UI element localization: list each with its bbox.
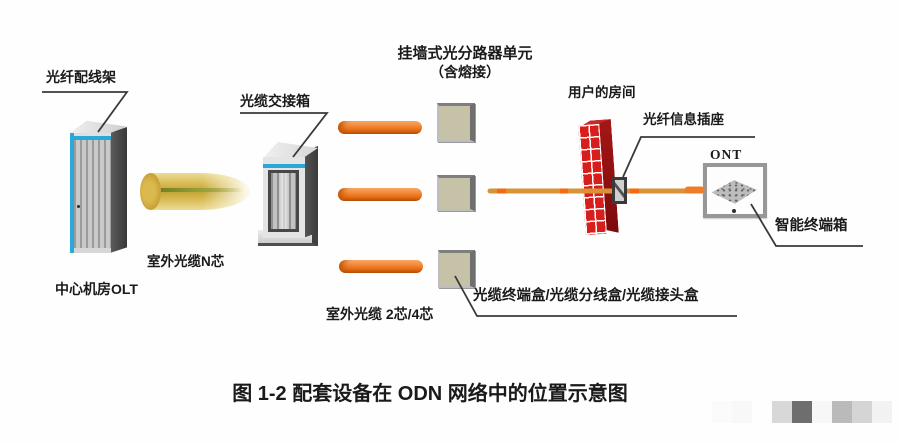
- label-fiber-distribution-frame: 光纤配线架: [46, 69, 116, 85]
- splitter-unit-box-2: [437, 175, 475, 211]
- distribution-cable-1: [338, 121, 422, 134]
- cable-cross-connect-cabinet: [258, 140, 322, 246]
- figure-caption: 图 1-2 配套设备在 ODN 网络中的位置示意图: [232, 383, 628, 405]
- cylinder-core-line: [153, 188, 248, 192]
- cabinet-door: [268, 170, 299, 232]
- fiber-info-socket-connector: [612, 177, 627, 204]
- label-outdoor-cable-n-core: 室外光缆N芯: [147, 254, 225, 269]
- cabinet-side-panel: [303, 146, 318, 238]
- fiber-distribution-frame-cabinet: [70, 118, 127, 253]
- watermark: [712, 401, 894, 423]
- label-cable-terminal-boxes: 光缆终端盒/光缆分线盒/光缆接头盒: [473, 288, 699, 304]
- cabinet-handle: [77, 205, 80, 208]
- cylinder-end-cap: [140, 173, 161, 210]
- label-central-office-olt: 中心机房OLT: [55, 281, 138, 297]
- label-wall-splitter-unit: 挂墙式光分路器单元: [397, 45, 533, 62]
- label-outdoor-cable-2-4-core: 室外光缆 2芯/4芯: [326, 306, 434, 322]
- cabinet-front-panel: [263, 157, 305, 238]
- distribution-cable-3: [339, 260, 423, 273]
- watermark-block: [832, 401, 852, 423]
- cabinet-side-panel: [110, 127, 127, 253]
- watermark-block: [772, 401, 792, 423]
- watermark-block: [792, 401, 812, 423]
- splitter-unit-box-1: [437, 103, 475, 142]
- label-user-room: 用户的房间: [568, 85, 636, 100]
- watermark-block: [872, 401, 892, 423]
- watermark-block: [712, 401, 732, 423]
- watermark-block: [852, 401, 872, 423]
- label-cross-connect-box: 光缆交接箱: [240, 93, 310, 109]
- watermark-block: [812, 401, 832, 423]
- watermark-block: [732, 401, 752, 423]
- distribution-cable-2: [338, 188, 422, 201]
- ont-box-latch-dot: [732, 209, 736, 213]
- label-smart-terminal-box: 智能终端箱: [775, 218, 848, 234]
- cabinet-front-panel: [70, 133, 111, 253]
- splitter-unit-box-3: [438, 250, 475, 288]
- label-wall-splitter-note: （含熔接）: [430, 64, 500, 80]
- label-ont: ONT: [710, 147, 743, 162]
- label-fiber-info-socket: 光纤信息插座: [643, 112, 724, 127]
